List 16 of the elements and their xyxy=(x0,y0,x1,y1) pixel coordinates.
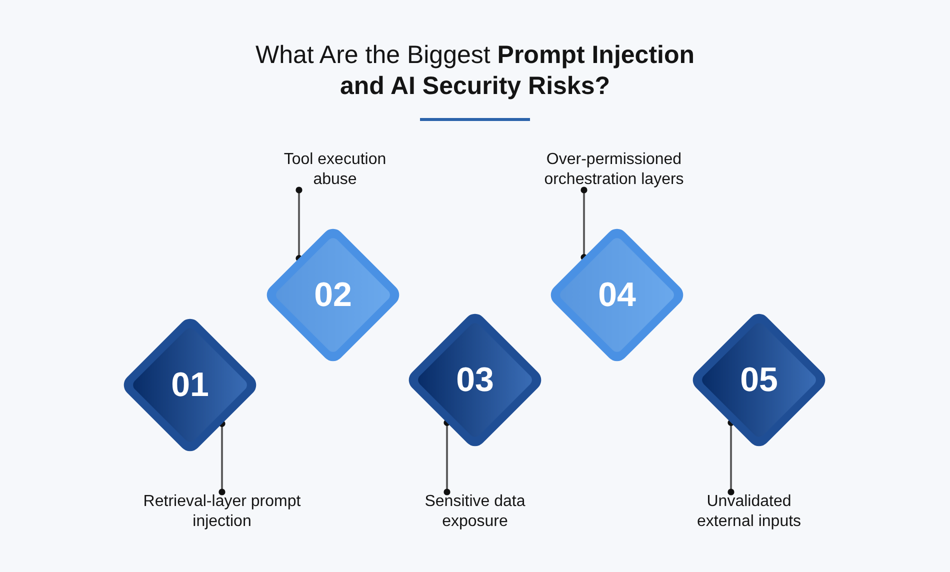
step-number: 02 xyxy=(314,276,352,314)
risk-label: Over-permissioned orchestration layers xyxy=(543,150,685,190)
risk-label: Tool execution abuse xyxy=(282,150,388,190)
leader-line xyxy=(218,420,226,496)
leader-line xyxy=(296,186,302,262)
step-number: 05 xyxy=(740,361,778,399)
risk-label: Retrieval-layer prompt injection xyxy=(142,492,302,532)
step-number: 01 xyxy=(171,366,209,404)
title: What Are the Biggest Prompt Injection and AI Security Risks? xyxy=(254,40,696,102)
step-number: 04 xyxy=(598,276,636,314)
step-number: 03 xyxy=(456,361,494,399)
risk-label: Unvalidated external inputs xyxy=(696,492,802,532)
leader-line xyxy=(728,419,734,496)
leader-line xyxy=(444,419,450,496)
leader-line xyxy=(580,186,588,261)
risk-label: Sensitive data exposure xyxy=(424,492,526,532)
